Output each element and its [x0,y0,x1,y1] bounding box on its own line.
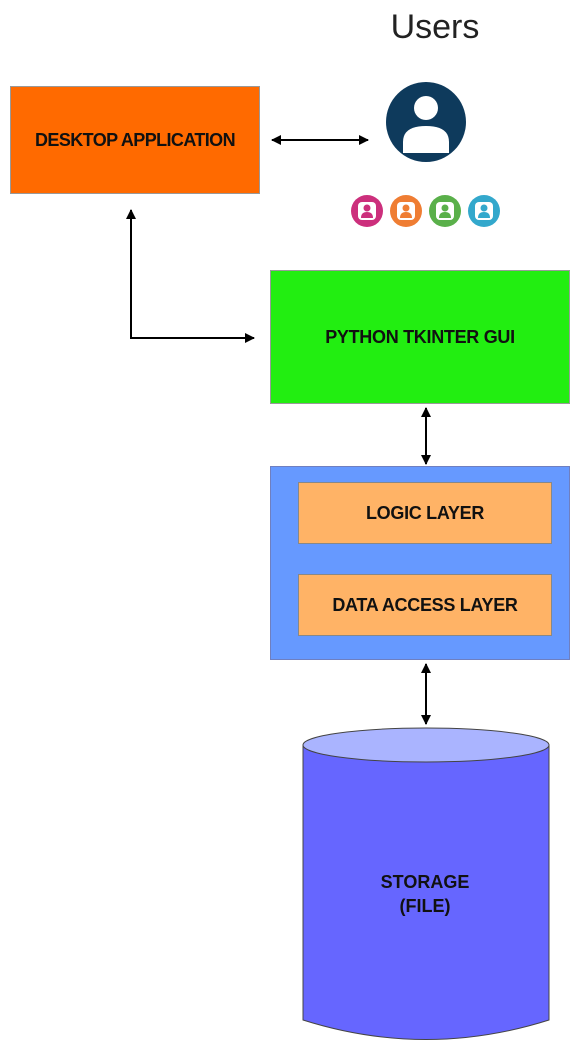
data-access-layer-box: DATA ACCESS LAYER [298,574,552,636]
small-user-icon [390,195,422,227]
users-title: Users [390,8,480,46]
small-user-icon [468,195,500,227]
user-group-icons [351,195,500,227]
logic-layer-box: LOGIC LAYER [298,482,552,544]
small-user-icon [429,195,461,227]
desktop-application-box: DESKTOP APPLICATION [10,86,260,194]
arrow-desktop-gui [126,209,255,343]
python-tkinter-gui-box: PYTHON TKINTER GUI [270,270,570,404]
storage-label: STORAGE (FILE) [380,872,470,916]
storage-cylinder [302,727,550,1040]
small-user-icon [351,195,383,227]
user-avatar-icon [386,82,466,162]
